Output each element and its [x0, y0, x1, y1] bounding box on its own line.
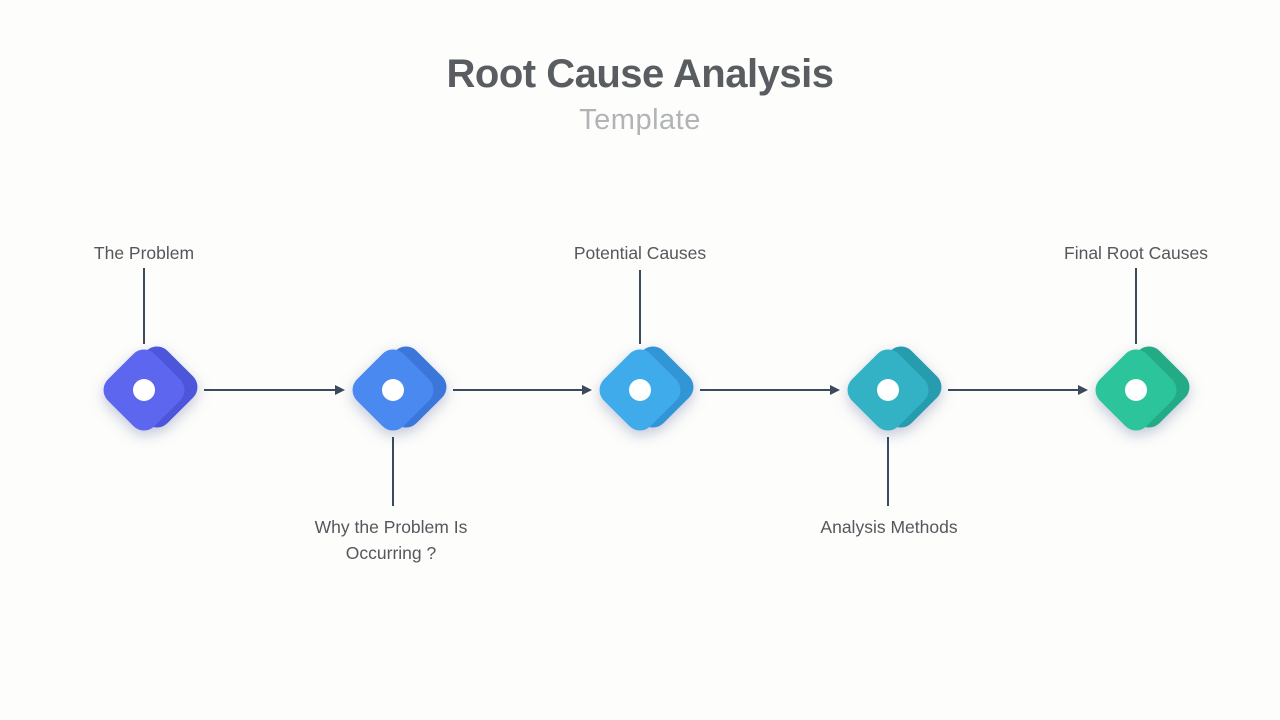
connector-vertical-final [1135, 268, 1137, 344]
node-label-final-root-causes: Final Root Causes [1064, 243, 1208, 263]
node-center-dot [382, 379, 404, 401]
connector-vertical-potential [639, 270, 641, 344]
node-center-dot [133, 379, 155, 401]
node-label-the-problem: The Problem [93, 243, 195, 263]
connector-horizontal-3 [700, 389, 831, 391]
page-title: Root Cause Analysis [446, 52, 834, 96]
connector-horizontal-2 [453, 389, 583, 391]
node-center-dot [1125, 379, 1147, 401]
node-why-occurring [346, 340, 453, 437]
connector-horizontal-1 [204, 389, 336, 391]
node-label-why-occurring: Why the Problem Is Occurring ? [314, 517, 468, 563]
arrowhead-icon-4 [1078, 385, 1088, 395]
arrowhead-icon-2 [582, 385, 592, 395]
arrowhead-icon-1 [335, 385, 345, 395]
node-analysis-methods [841, 340, 948, 437]
node-the-problem [97, 340, 204, 437]
node-center-dot [629, 379, 651, 401]
node-final-root-causes [1089, 340, 1196, 437]
connector-vertical-the-problem [143, 268, 145, 344]
node-label-potential-causes: Potential Causes [573, 243, 707, 263]
connector-vertical-why-occurring [392, 437, 394, 506]
node-potential-causes [593, 340, 700, 437]
arrowhead-icon-3 [830, 385, 840, 395]
connector-vertical-analysis [887, 437, 889, 506]
page-subtitle: Template [579, 104, 701, 136]
connector-horizontal-4 [948, 389, 1079, 391]
node-label-analysis-methods: Analysis Methods [820, 517, 958, 537]
node-center-dot [877, 379, 899, 401]
